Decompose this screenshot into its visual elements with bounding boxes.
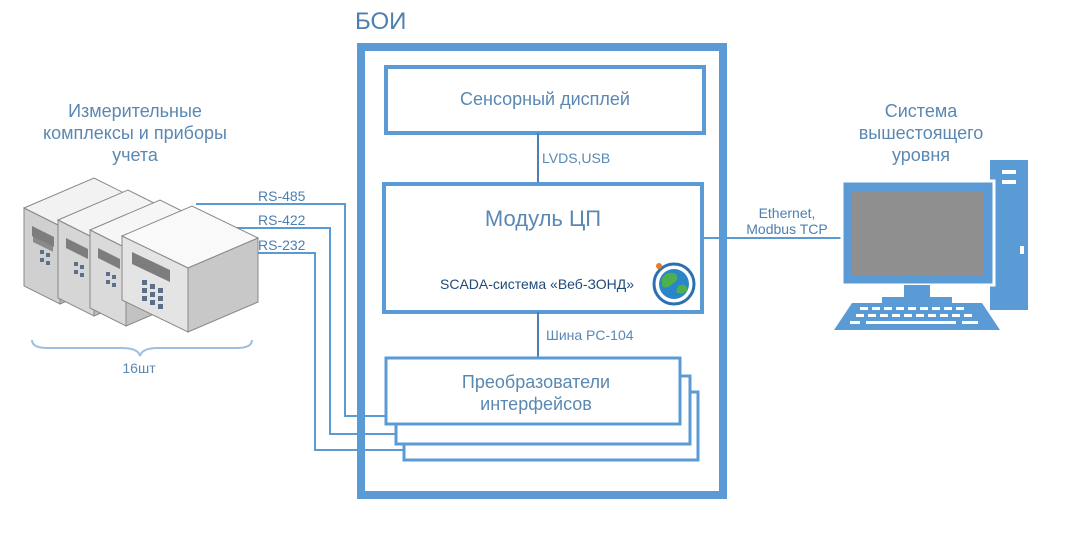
rs422-line	[230, 227, 396, 435]
cpu-module-label: Модуль ЦП	[484, 206, 602, 231]
display-box	[384, 65, 706, 135]
rs485-label: RS-485	[258, 188, 306, 204]
display-link-label: LVDS,USB	[542, 150, 611, 166]
boi-frame	[357, 43, 727, 499]
bus-label: Шина PC-104	[546, 327, 634, 343]
computer-icon	[834, 160, 1028, 330]
server-device-icon	[22, 177, 260, 333]
devices-label: Измерительные комплексы и приборы учета	[43, 101, 227, 165]
display-label: Сенсорный дисплей	[460, 89, 630, 109]
cpu-box	[382, 182, 704, 314]
devices-brace	[31, 339, 253, 357]
converters-label: Преобразователи интерфейсов	[461, 372, 611, 414]
upper-system-label: Система вышестоящего уровня	[858, 101, 984, 165]
devices-count: 16шт	[122, 360, 156, 376]
rs422-label: RS-422	[258, 212, 306, 228]
scada-label: SCADA-система «Веб-ЗОНД»	[440, 276, 635, 292]
rs485-line	[196, 203, 386, 417]
network-label: Ethernet, Modbus TCP	[746, 205, 828, 237]
globe-icon	[652, 262, 696, 306]
rs232-label: RS-232	[258, 237, 306, 253]
rs232-line	[256, 252, 404, 451]
converter-box-1	[384, 356, 682, 426]
boi-title: БОИ	[355, 8, 407, 35]
